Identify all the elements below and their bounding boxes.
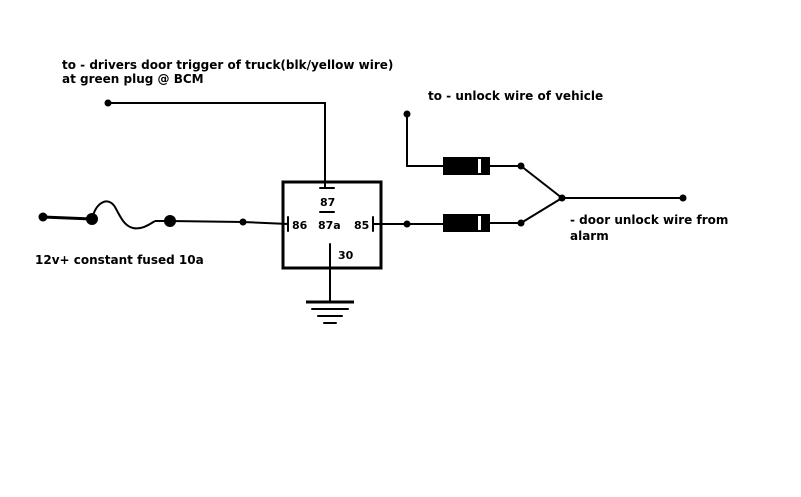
relay: 87 87a 86 85 30 (281, 180, 383, 270)
trigger-label-line2: at green plug @ BCM (62, 72, 204, 86)
relay-pin-86-label: 86 (292, 219, 308, 232)
relay-pin-30-label: 30 (338, 249, 354, 262)
alarm-label-line2: alarm (570, 229, 609, 243)
power-wire (38, 200, 289, 230)
relay-pin-87a-label: 87a (318, 219, 341, 232)
relay-pin-85-label: 85 (354, 219, 369, 232)
alarm-label-line1: - door unlock wire from (570, 213, 728, 227)
relay-pin-87-label: 87 (320, 196, 335, 209)
lower-output-wire (372, 197, 563, 232)
upper-output-wire (403, 110, 563, 199)
trigger-wire (104, 99, 326, 188)
trigger-label-line1: to - drivers door trigger of truck(blk/y… (62, 58, 393, 72)
ground-symbol-icon (306, 267, 354, 324)
alarm-terminal-dot (679, 194, 687, 202)
fuse-icon (86, 200, 176, 230)
alarm-wire (558, 194, 687, 202)
power-label: 12v+ constant fused 10a (35, 253, 204, 267)
unlock-vehicle-label: to - unlock wire of vehicle (428, 89, 603, 103)
lower-diode-icon (443, 214, 490, 232)
upper-diode-icon (443, 157, 490, 175)
